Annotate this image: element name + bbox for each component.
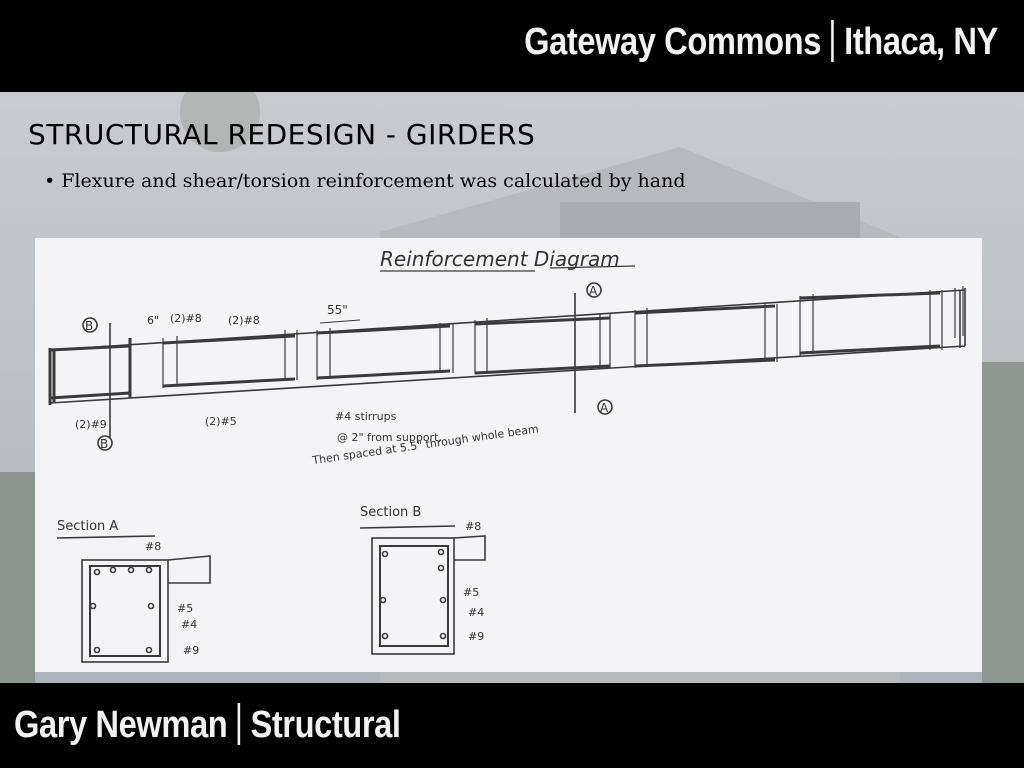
label-dim-55: 55" [327, 303, 348, 317]
label-a-top: A [589, 284, 598, 298]
label-bot-bars-1: (2)#9 [75, 418, 107, 431]
label-sb-4: #4 [468, 606, 484, 619]
bullet-dot: • [44, 170, 56, 192]
label-bot-bars-2: (2)#5 [205, 415, 237, 428]
label-stirrups-1: #4 stirrups [335, 410, 397, 423]
footer-separator [237, 703, 241, 745]
label-section-a: Section A [57, 519, 118, 534]
label-sa-8: #8 [145, 540, 161, 553]
label-sb-5: #5 [463, 586, 479, 599]
footer-bar: Gary Newman Structural [0, 683, 1024, 768]
footer-title: Gary Newman Structural [14, 703, 401, 751]
label-dim-6: 6" [147, 314, 159, 327]
reinforcement-diagram-image: Reinforcement Diagram B B A A [35, 238, 982, 672]
label-sb-8: #8 [465, 520, 481, 533]
label-sa-9: #9 [183, 644, 199, 657]
project-name: Gateway Commons [524, 21, 822, 64]
header-bar: Gateway Commons Ithaca, NY [0, 0, 1024, 92]
project-location: Ithaca, NY [844, 21, 998, 64]
label-sa-5: #5 [177, 602, 193, 615]
header-title: Gateway Commons Ithaca, NY [524, 20, 998, 68]
label-section-b: Section B [360, 505, 421, 520]
label-b-bottom: B [100, 437, 108, 451]
label-a-bottom: A [600, 401, 609, 415]
label-top-bars-1: (2)#8 [170, 312, 202, 325]
label-stirrups-2: @ 2" from support, [337, 431, 442, 444]
header-separator [831, 20, 834, 62]
bullet-text: Flexure and shear/torsion reinforcement … [61, 170, 686, 192]
slide-title: STRUCTURAL REDESIGN - GIRDERS [28, 118, 536, 151]
label-top-bars-2: (2)#8 [228, 314, 260, 327]
presenter-name: Gary Newman [14, 704, 228, 747]
bullet-item: •Flexure and shear/torsion reinforcement… [44, 170, 686, 192]
presenter-discipline: Structural [250, 704, 401, 747]
label-sb-9: #9 [468, 630, 484, 643]
label-b-top: B [85, 319, 93, 333]
label-sa-4: #4 [181, 618, 197, 631]
